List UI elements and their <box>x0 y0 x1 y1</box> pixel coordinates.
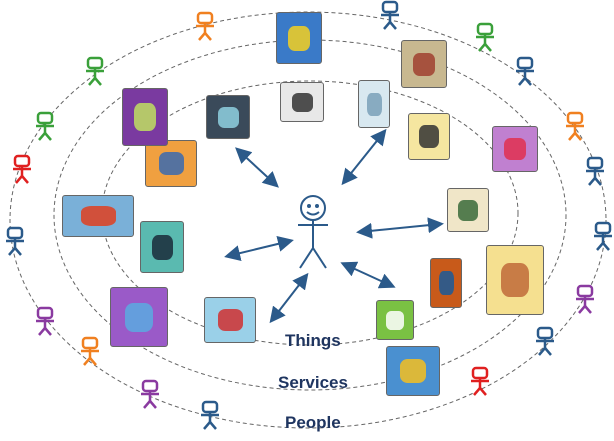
car-wash-detail <box>504 138 526 160</box>
window-detail <box>458 199 478 221</box>
hotel-icon <box>486 245 544 315</box>
person-figure <box>86 56 104 86</box>
arrow-fridge <box>341 128 387 186</box>
thermometer-detail <box>217 309 243 331</box>
person-figure <box>36 306 54 336</box>
lamp-detail <box>151 234 173 260</box>
thermometer-icon <box>204 297 256 343</box>
store-icon <box>62 195 134 237</box>
center-user <box>298 195 328 269</box>
luggage-icon <box>110 287 168 347</box>
person-figure <box>201 400 219 430</box>
washing-machine-detail <box>419 125 439 148</box>
person-figure <box>536 326 554 356</box>
arrow-tv <box>235 147 279 188</box>
person-figure <box>13 154 31 184</box>
map-icon <box>401 40 447 88</box>
people-layer <box>6 0 612 430</box>
person-figure <box>471 366 489 396</box>
arrow-lamp <box>224 236 294 261</box>
person-figure <box>516 56 534 86</box>
services-label: Services <box>278 373 348 392</box>
door-detail <box>438 271 454 295</box>
arrows <box>224 128 444 324</box>
lamp-icon <box>140 221 184 273</box>
key-detail <box>386 310 404 330</box>
arrow-door <box>340 261 396 289</box>
people-ring <box>9 11 607 429</box>
refrigerator-icon <box>358 80 390 128</box>
arrow-window <box>356 217 444 239</box>
tv-icon <box>206 95 250 139</box>
person-figure <box>576 284 594 314</box>
person-figure <box>586 156 604 186</box>
person-figure <box>141 379 159 409</box>
person-figure <box>81 336 99 366</box>
taxi-detail <box>288 25 310 51</box>
people-label: People <box>285 413 341 432</box>
shopping-bag-icon <box>122 88 168 146</box>
car-wash-icon <box>492 126 538 172</box>
person-figure <box>6 226 24 256</box>
refrigerator-detail <box>366 92 382 116</box>
window-icon <box>447 188 489 232</box>
person-figure <box>36 111 54 141</box>
arrow-thermometer <box>269 272 309 324</box>
chat-faces-icon <box>386 346 440 396</box>
router-detail <box>158 152 184 175</box>
hairdryer-icon <box>280 82 324 122</box>
person-figure <box>196 11 214 41</box>
person-figure <box>594 221 612 251</box>
door-icon <box>430 258 462 308</box>
tv-detail <box>217 106 239 128</box>
map-detail <box>413 52 435 76</box>
router-icon <box>145 140 197 187</box>
hairdryer-detail <box>291 92 313 112</box>
taxi-icon <box>276 12 322 64</box>
luggage-detail <box>125 302 153 332</box>
person-figure <box>566 111 584 141</box>
store-detail <box>80 206 116 226</box>
shopping-bag-detail <box>134 103 156 131</box>
person-figure <box>476 22 494 52</box>
key-icon <box>376 300 414 340</box>
hotel-detail <box>501 263 529 297</box>
person-figure <box>381 0 399 30</box>
chat-faces-detail <box>400 359 426 383</box>
things-label: Things <box>285 331 341 350</box>
washing-machine-icon <box>408 113 450 160</box>
